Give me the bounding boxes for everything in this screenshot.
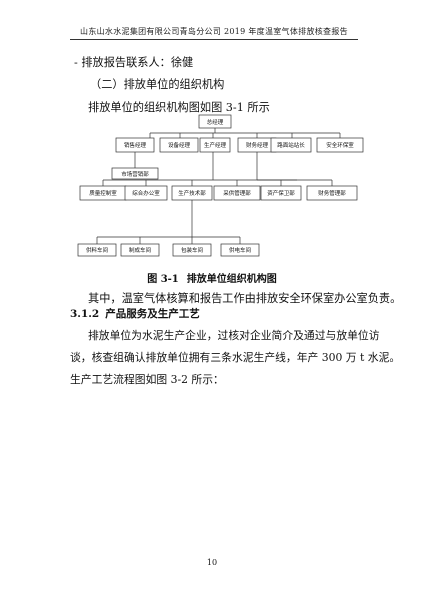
figure-caption-title: 排放单位组织机构图	[186, 274, 277, 285]
org-box-marketing-dept	[111, 167, 159, 180]
header-rule	[70, 39, 358, 40]
org-box-prod-tech-dept	[171, 185, 213, 201]
section-heading: 3.1.2 产品服务及生产工艺	[70, 306, 200, 321]
org-label-workshop: 包装车间	[181, 246, 203, 254]
org-box-workshop-feed	[77, 243, 117, 257]
org-label-level3: 生产技术部	[178, 189, 206, 197]
org-box-procurement-dept	[213, 185, 261, 201]
org-label-level2: 设备经理	[168, 141, 191, 149]
org-label-level3: 综合办公室	[132, 189, 160, 197]
process-line: 排放单位为水泥生产企业，过核对企业简介及通过与放单位访	[88, 329, 380, 342]
process-line: 生产工艺流程图如图 3-2 所示：	[70, 373, 224, 386]
org-label-level2: 路面站站长	[277, 141, 305, 149]
figure-caption: 图 3-1 排放单位组织机构图	[0, 270, 424, 285]
org-box-road-station-head	[270, 137, 312, 153]
org-label-level2: 销售经理	[124, 141, 147, 149]
contact-line: - 排放报告联系人：徐健	[74, 56, 194, 69]
org-label-level3: 质量控制室	[89, 189, 117, 197]
org-box-safety-env-office	[316, 137, 364, 153]
org-label-level3: 资产保卫部	[267, 189, 295, 197]
org-box-equipment-manager	[159, 137, 199, 153]
org-box-production-manager	[199, 137, 231, 153]
org-label-level2: 生产经理	[204, 141, 227, 149]
org-box-finance-mgmt-dept	[306, 185, 358, 201]
org-box-workshop-packing	[172, 243, 212, 257]
org-label-level3: 采供管理部	[223, 189, 251, 197]
org-box-root	[198, 114, 232, 129]
org-box-sales-manager	[115, 137, 155, 153]
org-label-workshop: 制成车间	[129, 246, 151, 254]
org-box-general-office	[124, 185, 168, 201]
section-title: 产品服务及生产工艺	[105, 308, 200, 320]
org-label-workshop: 供电车间	[229, 246, 251, 254]
org-box-workshop-power	[220, 243, 260, 257]
org-box-workshop-milling	[120, 243, 160, 257]
org-label-level2: 安全环保室	[326, 141, 354, 149]
responsibility-text: 其中，温室气体核算和报告工作由排放安全环保室办公室负责。	[88, 292, 402, 305]
org-label-sales-sub: 市场营销部	[121, 170, 149, 178]
page-header: 山东山水水泥集团有限公司青岛分公司 2019 年度温室气体排放核查报告	[80, 27, 348, 36]
org-label-root: 总经理	[207, 118, 224, 126]
org-subheading: （二）排放单位的组织机构	[90, 78, 225, 91]
page-number: 10	[206, 558, 218, 567]
figure-caption-label: 图 3-1	[147, 274, 179, 285]
org-label-level3: 财务管理部	[318, 189, 346, 197]
org-box-asset-security-dept	[260, 185, 302, 201]
org-label-workshop: 供料车间	[86, 246, 108, 254]
org-intro: 排放单位的组织机构图如图 3-1 所示	[88, 101, 270, 114]
section-number: 3.1.2	[70, 308, 100, 320]
process-paragraph: 排放单位为水泥生产企业，过核对企业简介及通过与放单位访 谈，核查组确认排放单位拥…	[70, 325, 401, 391]
process-line: 谈，核查组确认排放单位拥有三条水泥生产线，年产 300 万 t 水泥。	[70, 351, 401, 364]
org-label-level2: 财务经理	[246, 141, 269, 149]
